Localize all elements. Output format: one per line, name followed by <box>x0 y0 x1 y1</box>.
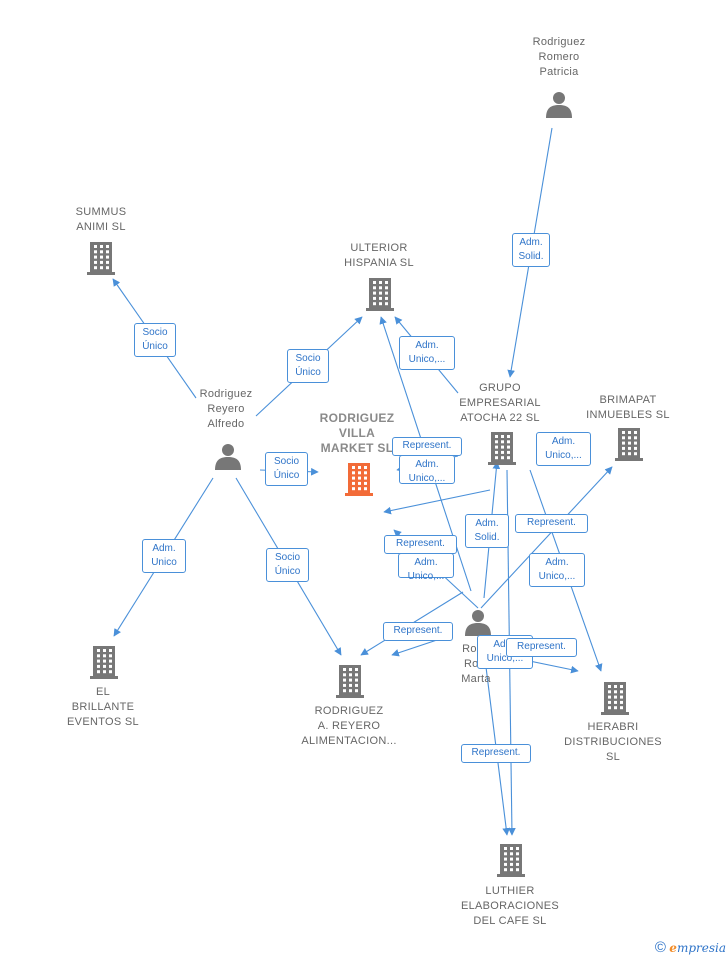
edge-9 <box>383 489 491 515</box>
relation-label[interactable]: Adm. Solid. <box>465 514 509 548</box>
building-icon[interactable] <box>86 241 116 280</box>
relation-label[interactable]: Represent. <box>461 744 531 763</box>
node-label-patricia[interactable]: Rodriguez Romero Patricia <box>532 36 586 78</box>
relation-label[interactable]: Socio Único <box>265 452 308 486</box>
node-label-ulterior[interactable]: ULTERIOR HISPANIA SL <box>344 242 414 269</box>
relation-label[interactable]: Socio Único <box>287 349 329 383</box>
node-label-summus[interactable]: SUMMUS ANIMI SL <box>75 206 127 233</box>
empresia-brand: © empresia <box>655 939 726 956</box>
node-label-villa[interactable]: RODRIGUEZ VILLA MARKET SL <box>319 411 395 455</box>
relation-label[interactable]: Adm. Unico,... <box>536 432 591 466</box>
brand-name: mpresia <box>676 941 726 955</box>
relation-label[interactable]: Adm. Unico,... <box>399 336 455 370</box>
node-label-alimentacion[interactable]: RODRIGUEZ A. REYERO ALIMENTACION... <box>301 705 397 747</box>
relation-label[interactable]: Adm. Solid. <box>512 233 550 267</box>
relation-label[interactable]: Represent. <box>384 535 457 554</box>
node-label-grupo[interactable]: GRUPO EMPRESARIAL ATOCHA 22 SL <box>459 382 541 424</box>
edge-18 <box>483 650 510 836</box>
building-icon[interactable] <box>487 431 517 470</box>
person-icon[interactable] <box>545 90 573 123</box>
relation-label[interactable]: Represent. <box>392 437 462 456</box>
node-label-brimapat[interactable]: BRIMAPAT INMUEBLES SL <box>586 394 670 421</box>
relation-label[interactable]: Socio Único <box>134 323 176 357</box>
relation-label[interactable]: Represent. <box>515 514 588 533</box>
copyright-icon: © <box>654 939 666 956</box>
building-icon[interactable] <box>335 664 365 703</box>
building-icon[interactable] <box>496 843 526 882</box>
building-icon[interactable] <box>365 277 395 316</box>
relation-label[interactable]: Represent. <box>506 638 577 657</box>
node-label-herabri[interactable]: HERABRI DISTRIBUCIONES SL <box>564 721 662 763</box>
relation-label[interactable]: Adm. Unico,... <box>398 553 454 582</box>
person-icon[interactable] <box>214 442 242 475</box>
node-label-alfredo[interactable]: Rodriguez Reyero Alfredo <box>199 388 253 430</box>
brand-e: e <box>669 941 677 955</box>
node-label-brillante[interactable]: EL BRILLANTE EVENTOS SL <box>67 686 139 728</box>
relation-label[interactable]: Adm. Unico,... <box>529 553 585 587</box>
relation-label[interactable]: Represent. <box>383 622 453 641</box>
building-icon[interactable] <box>89 645 119 684</box>
edge-15 <box>480 466 613 609</box>
relation-label[interactable]: Adm. Unico,... <box>399 455 455 484</box>
node-label-luthier[interactable]: LUTHIER ELABORACIONES DEL CAFE SL <box>460 885 560 927</box>
building-icon[interactable] <box>344 462 374 501</box>
building-icon[interactable] <box>614 427 644 466</box>
relation-label[interactable]: Socio Único <box>266 548 309 582</box>
building-icon[interactable] <box>600 681 630 720</box>
relation-label[interactable]: Adm. Unico <box>142 539 186 573</box>
person-icon[interactable] <box>464 608 492 641</box>
